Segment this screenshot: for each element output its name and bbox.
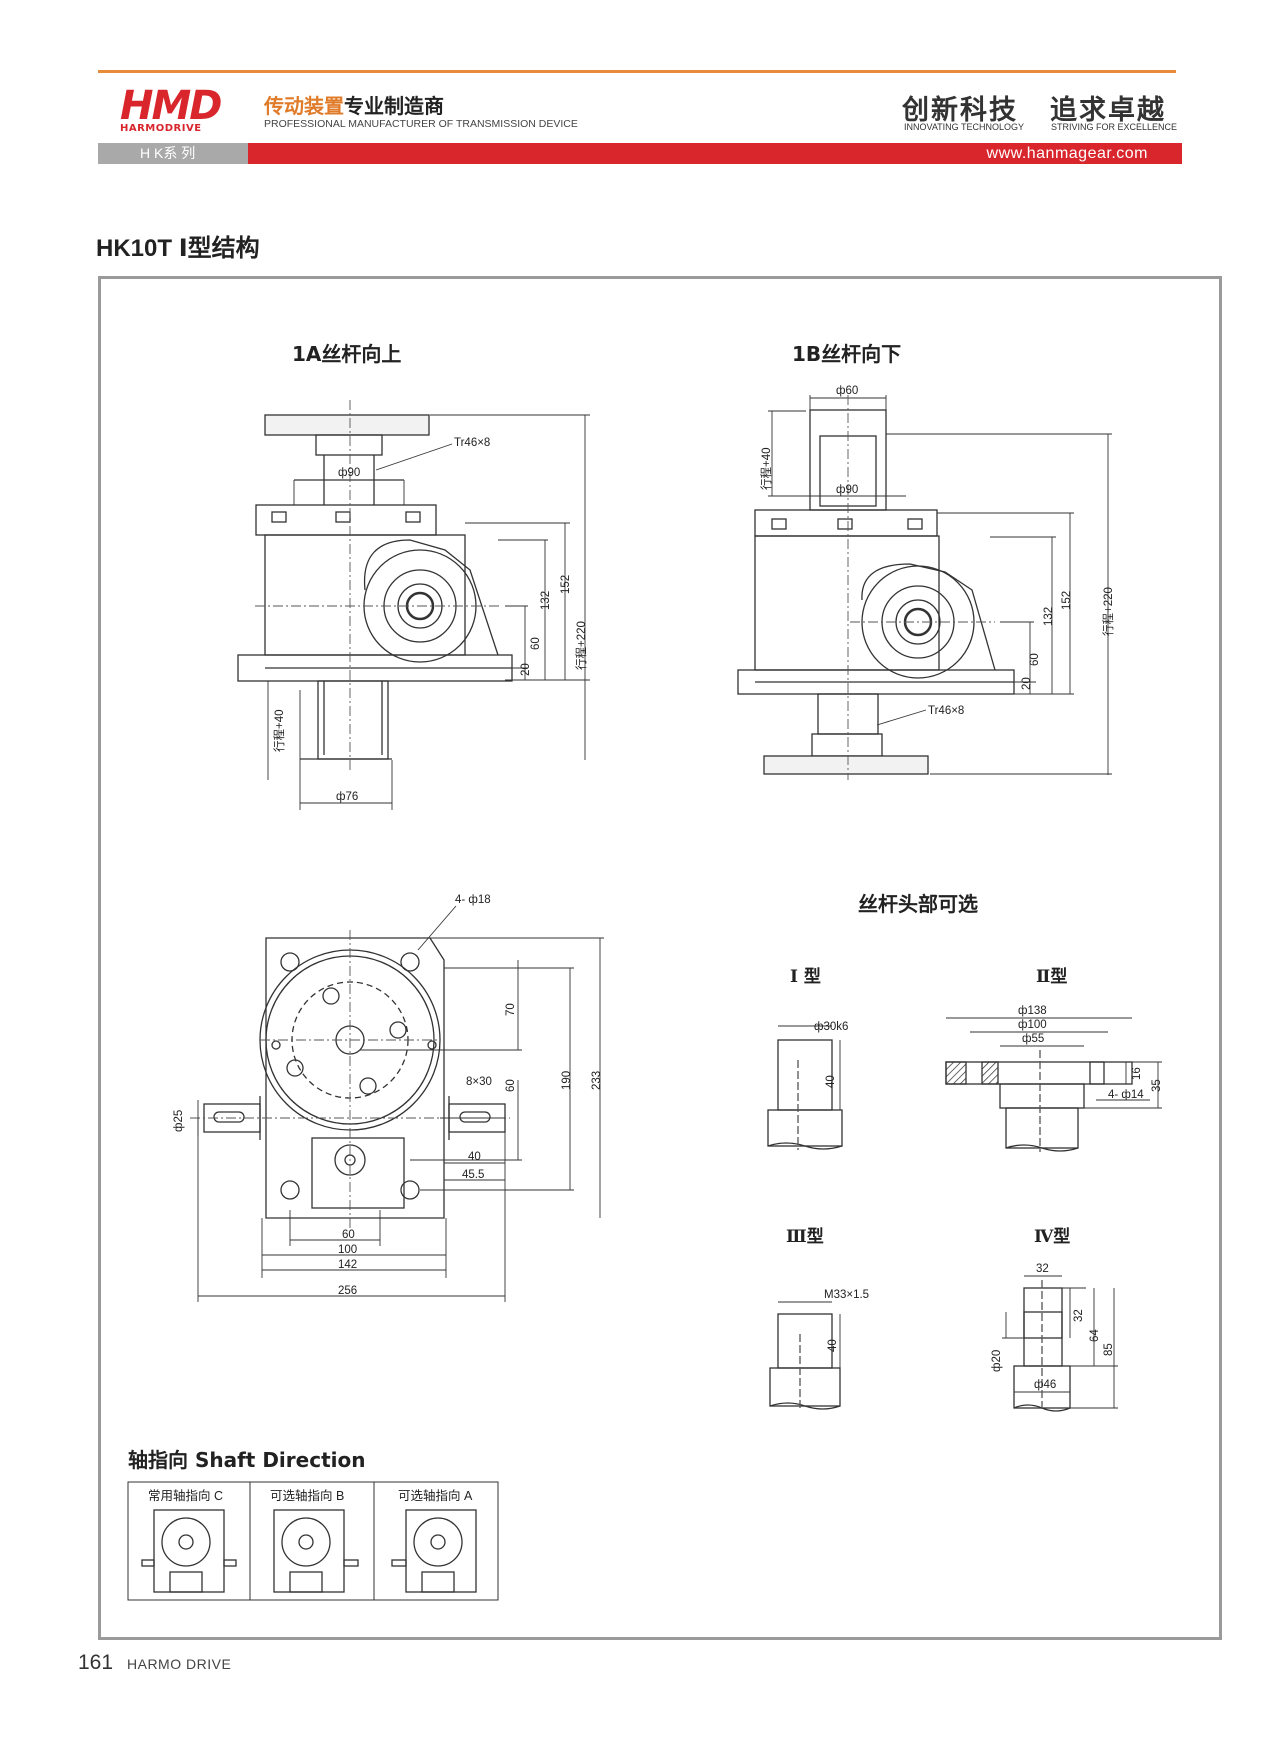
view-1b-drawing <box>737 395 1112 780</box>
company-logo: HMD HARMODRIVE <box>120 83 222 134</box>
dim-type2-d55: ф55 <box>1022 1033 1044 1045</box>
dim-type1-len: 40 <box>825 1075 837 1088</box>
dim-1b-152: 152 <box>1061 591 1073 610</box>
dim-1a-20: 20 <box>520 663 532 676</box>
view-1b-title: 1B丝杆向下 <box>792 342 902 366</box>
tagline-dark: 专业制造商 <box>344 94 444 118</box>
dim-holes: 4- ф18 <box>455 894 491 906</box>
drawing-frame <box>98 276 1222 1640</box>
shaft-icon-b <box>273 1509 359 1593</box>
shaft-icon-a <box>391 1509 477 1593</box>
header-top-rule <box>98 70 1176 73</box>
type-1-label: I 型 <box>790 967 821 987</box>
dim-1a-dia-bottom: ф76 <box>336 791 358 803</box>
type-4-drawing <box>1002 1275 1118 1412</box>
options-title: 丝杆头部可选 <box>858 892 978 916</box>
dim-60-vertical: 60 <box>505 1079 517 1092</box>
dim-type4-h85: 85 <box>1103 1343 1115 1356</box>
logo-wordmark: HARMODRIVE <box>120 123 202 134</box>
slogan-striving: 追求卓越 <box>1050 95 1166 126</box>
dim-type4-h64: 64 <box>1089 1329 1101 1342</box>
dim-1b-dia-top: ф60 <box>836 385 858 397</box>
dim-1a-bore: ф90 <box>338 467 360 479</box>
tagline-orange: 传动装置 <box>264 94 344 118</box>
dim-1a-152: 152 <box>560 575 572 594</box>
dim-type2-16: 16 <box>1131 1067 1143 1080</box>
dim-1b-bore: ф90 <box>836 484 858 496</box>
dim-1a-thread: Tr46×8 <box>454 437 490 449</box>
type-2-label: Ⅱ型 <box>1036 967 1068 987</box>
dim-256: 256 <box>338 1285 357 1297</box>
dim-key: 8×30 <box>466 1076 492 1088</box>
dim-100: 100 <box>338 1244 357 1256</box>
dim-1a-stroke-total: 行程+220 <box>575 621 588 670</box>
dim-type3-thread: M33×1.5 <box>824 1289 869 1301</box>
dim-1b-stroke-total: 行程+220 <box>1102 587 1115 636</box>
dim-1a-stroke-side: 行程+40 <box>273 709 286 752</box>
slogan-innovating: 创新科技 <box>902 95 1018 126</box>
tagline-en: PROFESSIONAL MANUFACTURER OF TRANSMISSIO… <box>264 118 578 130</box>
dim-type4-d46: ф46 <box>1034 1379 1056 1391</box>
type-1-drawing <box>767 1025 843 1150</box>
shaft-direction-title: 轴指向 Shaft Direction <box>128 1448 366 1472</box>
page-number: 161 <box>78 1651 114 1674</box>
dim-type1-dia: ф30k6 <box>814 1021 848 1033</box>
dim-type4-h32: 32 <box>1073 1309 1085 1322</box>
website-url[interactable]: www.hanmagear.com <box>986 145 1148 162</box>
shaft-cell-c: 常用轴指向 C <box>148 1488 223 1503</box>
top-view-drawing <box>190 905 604 1302</box>
dim-type4-d20: ф20 <box>991 1350 1003 1372</box>
dim-1b-thread: Tr46×8 <box>928 705 964 717</box>
header-red-bar <box>248 143 1182 164</box>
dim-type3-len: 40 <box>827 1339 839 1352</box>
dim-type2-d138: ф138 <box>1018 1005 1047 1017</box>
page-title: HK10T Ⅰ型结构 <box>96 235 260 262</box>
dim-type2-holes: 4- ф14 <box>1108 1089 1144 1101</box>
dim-233: 233 <box>591 1071 603 1090</box>
dim-1a-60: 60 <box>530 637 542 650</box>
type-3-drawing <box>769 1301 841 1410</box>
dim-type2-d100: ф100 <box>1018 1019 1047 1031</box>
type-4-label: Ⅳ型 <box>1034 1227 1071 1247</box>
type-2-drawing <box>945 1017 1162 1152</box>
shaft-direction-table <box>127 1481 499 1601</box>
slogan-innovating-en: INNOVATING TECHNOLOGY <box>904 122 1025 132</box>
view-1a-drawing <box>237 400 590 810</box>
logo-mark: HMD <box>120 83 222 129</box>
dim-1b-132: 132 <box>1043 607 1055 626</box>
type-3-label: Ⅲ型 <box>786 1227 824 1247</box>
view-1a-title: 1A丝杆向上 <box>292 342 402 366</box>
tagline-cn: 传动装置专业制造商 <box>264 90 444 119</box>
dim-45-5: 45.5 <box>462 1169 484 1181</box>
dim-40: 40 <box>468 1151 481 1163</box>
dim-142: 142 <box>338 1259 357 1271</box>
dim-1b-60: 60 <box>1029 653 1041 666</box>
dim-shaft-dia: ф25 <box>173 1110 185 1132</box>
slogan-striving-en: STRIVING FOR EXCELLENCE <box>1051 122 1178 132</box>
shaft-cell-b: 可选轴指向 B <box>270 1488 344 1503</box>
dim-60: 60 <box>342 1229 355 1241</box>
dim-1a-132: 132 <box>540 591 552 610</box>
dim-type4-w32: 32 <box>1036 1263 1049 1275</box>
shaft-cell-a: 可选轴指向 A <box>398 1488 473 1503</box>
shaft-icon-c <box>141 1509 237 1593</box>
dim-1b-20: 20 <box>1021 677 1033 690</box>
dim-type2-35: 35 <box>1151 1079 1163 1092</box>
footer-brand: HARMO DRIVE <box>127 1656 232 1672</box>
dim-1b-stroke-side: 行程+40 <box>760 447 773 490</box>
series-label: H K系 列 <box>98 143 248 164</box>
dim-190: 190 <box>561 1071 573 1090</box>
dim-70: 70 <box>505 1003 517 1016</box>
